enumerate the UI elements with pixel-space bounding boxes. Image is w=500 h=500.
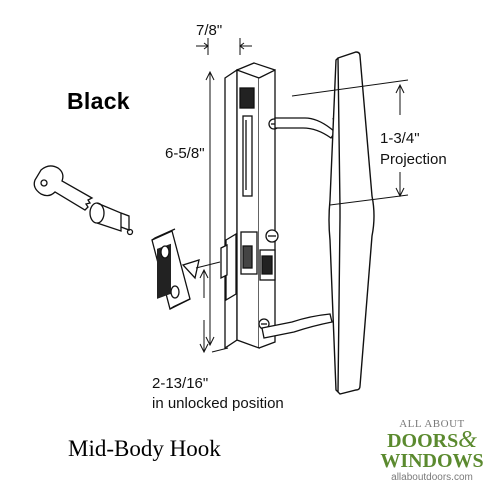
dim-unlocked-value: 2-13/16"	[152, 375, 208, 392]
brand-logo: ALL ABOUT DOORS& WINDOWS allaboutdoors.c…	[372, 418, 492, 484]
brand-url: allaboutdoors.com	[391, 472, 473, 483]
dim-6-5-8-lines	[205, 70, 215, 347]
dim-height-label: 6-5/8"	[165, 145, 205, 162]
escutcheon-plate	[151, 228, 200, 310]
dim-unlocked-lines	[195, 261, 229, 354]
dim-projection-label: Projection	[380, 151, 447, 168]
dim-7-8-lines	[196, 38, 252, 55]
dim-projection-lines	[291, 79, 409, 206]
diagram-title: Black	[67, 88, 130, 114]
dim-width-label: 7/8"	[196, 22, 222, 39]
key-cylinder	[89, 202, 134, 236]
dim-projection-value: 1-3/4"	[380, 130, 420, 147]
dim-unlocked-label: in unlocked position	[152, 395, 284, 412]
latch-body	[220, 62, 280, 350]
brand-top-text: ALL ABOUT	[399, 418, 465, 430]
pull-handle	[328, 51, 375, 395]
brand-mid-text: DOORS&	[372, 427, 492, 453]
brand-doors: DOORS	[387, 430, 459, 452]
brand-windows: WINDOWS	[380, 450, 484, 472]
diagram-subtitle: Mid-Body Hook	[68, 436, 221, 461]
key-icon	[33, 165, 94, 211]
brand-ampersand: &	[458, 427, 477, 453]
